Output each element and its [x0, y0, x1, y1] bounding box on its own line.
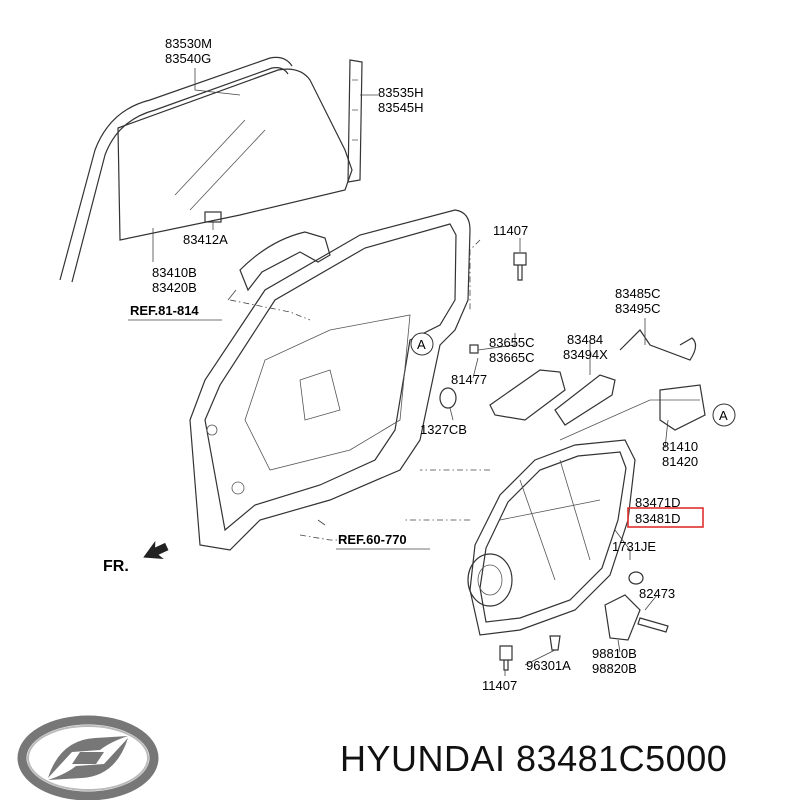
leader-lines	[152, 68, 669, 676]
brand-name: HYUNDAI	[340, 738, 506, 779]
label-81477: 81477	[451, 372, 487, 387]
label-83655c: 83655C	[489, 335, 535, 350]
svg-text:REF.60-770: REF.60-770	[338, 532, 407, 547]
label-83481d: 83481D	[635, 511, 681, 526]
front-direction-indicator: FR.	[103, 540, 169, 575]
inside-handle-bracket	[554, 374, 616, 426]
label-98820b: 98820B	[592, 661, 637, 676]
label-98810b: 98810B	[592, 646, 637, 661]
label-83484: 83484	[567, 332, 603, 347]
door-latch	[659, 384, 706, 431]
bolt-11407-top	[513, 252, 527, 281]
highlight-box-83481d	[627, 507, 704, 528]
svg-text:A: A	[417, 337, 426, 352]
label-83471d: 83471D	[635, 495, 681, 510]
label-96301a: 96301A	[526, 658, 571, 673]
label-83485c: 83485C	[615, 286, 661, 301]
bolt-11407-bottom	[499, 645, 513, 671]
label-83420b: 83420B	[152, 280, 197, 295]
svg-text:FR.: FR.	[103, 558, 129, 575]
callout-a-right: A	[712, 403, 736, 427]
label-83540g: 83540G	[165, 51, 211, 66]
label-11407-top: 11407	[493, 223, 528, 238]
glass-run-channel	[59, 56, 293, 283]
label-82473: 82473	[639, 586, 675, 601]
label-83665c: 83665C	[489, 350, 535, 365]
inside-handle	[489, 369, 566, 421]
part-labels: 83530M 83540G 83535H 83545H 83412A 83410…	[152, 36, 698, 693]
label-83530m: 83530M	[165, 36, 212, 51]
clip-81477	[469, 344, 479, 354]
label-1327cb: 1327CB	[420, 422, 467, 437]
label-83412a: 83412A	[183, 232, 228, 247]
brand-part-caption: HYUNDAI 83481C5000	[340, 738, 795, 780]
label-83410b: 83410B	[152, 265, 197, 280]
label-83494x: 83494X	[563, 347, 608, 362]
bolt-82473	[637, 617, 669, 633]
lock-rod	[559, 329, 700, 441]
label-11407-bottom: 11407	[482, 678, 517, 693]
svg-text:A: A	[719, 408, 728, 423]
label-83535h: 83535H	[378, 85, 424, 100]
svg-text:REF.81-814: REF.81-814	[130, 303, 199, 318]
window-regulator-module	[467, 439, 636, 636]
division-bar	[347, 59, 363, 183]
door-panel	[189, 209, 471, 551]
regulator-motor	[604, 594, 641, 641]
part-number: 83481C5000	[516, 738, 728, 779]
label-83545h: 83545H	[378, 100, 424, 115]
grommet-1731je	[628, 571, 644, 585]
ref-81-814: REF.81-814	[128, 303, 222, 321]
callout-a-left: A	[410, 332, 434, 356]
label-81410: 81410	[662, 439, 698, 454]
hyundai-logo-icon	[17, 715, 159, 800]
outside-handle	[239, 231, 331, 292]
label-81420: 81420	[662, 454, 698, 469]
screw-96301a	[549, 635, 561, 651]
label-83495c: 83495C	[615, 301, 661, 316]
ref-60-770: REF.60-770	[336, 532, 430, 550]
grommet-1327cb	[439, 387, 457, 409]
label-1731je: 1731JE	[612, 539, 656, 554]
